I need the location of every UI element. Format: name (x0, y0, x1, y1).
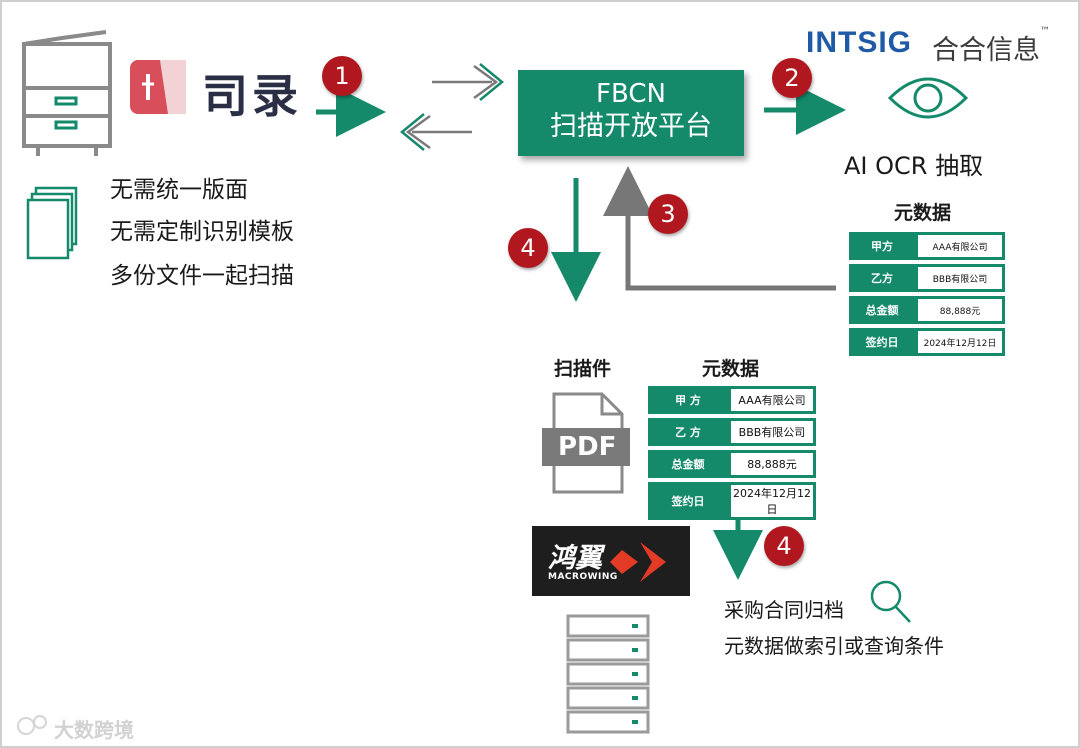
step-badge-4-upper: 4 (508, 228, 548, 268)
feature-2: 无需定制识别模板 (110, 219, 294, 245)
metadata-value: BBB有限公司 (915, 264, 1005, 292)
metadata-key: 签约日 (648, 482, 728, 520)
metadata-key: 甲 方 (648, 386, 728, 414)
arrow-step-3-return (603, 166, 836, 291)
server-leds (632, 624, 638, 724)
ocr-label: AI OCR 抽取 (844, 152, 984, 180)
scan-title: 扫描件 (554, 358, 612, 380)
step-badge-4-lower: 4 (764, 526, 804, 566)
silu-brand-name: 司录 (202, 69, 302, 123)
watermark-logo-icon (17, 715, 47, 735)
platform-box: FBCN 扫描开放平台 (518, 70, 744, 156)
metadata-value: BBB有限公司 (728, 418, 816, 446)
scanner-icon (22, 30, 112, 156)
metadata-key: 总金额 (849, 296, 915, 324)
bidirectional-arrows-icon (400, 63, 504, 151)
pdf-label: PDF (558, 432, 617, 462)
intsig-brand-cn: 合合信息 (932, 35, 1040, 66)
watermark-text: 大数跨境 (54, 718, 134, 742)
archive-line-2: 元数据做索引或查询条件 (724, 634, 944, 658)
step-badge-1: 1 (322, 56, 362, 96)
feature-1: 无需统一版面 (110, 177, 248, 203)
step-badge-2: 2 (772, 58, 812, 98)
platform-line-1: FBCN (596, 79, 666, 109)
search-icon (870, 580, 911, 623)
eye-icon (887, 77, 969, 119)
macrowing-brand-en: MACROWING (548, 572, 618, 582)
metadata-title-right: 元数据 (894, 202, 952, 224)
metadata-key: 签约日 (849, 328, 915, 356)
feature-3: 多份文件一起扫描 (110, 263, 294, 289)
document-stack-icon (26, 186, 78, 260)
metadata-title-center: 元数据 (702, 358, 760, 380)
metadata-value: AAA有限公司 (728, 386, 816, 414)
scanner-tray-1 (54, 96, 78, 106)
platform-line-2: 扫描开放平台 (550, 111, 712, 142)
metadata-value: 88,888元 (915, 296, 1005, 324)
server-stack-icon (566, 614, 650, 734)
pdf-file-icon (542, 392, 630, 494)
metadata-key: 乙 方 (648, 418, 728, 446)
archive-line-1: 采购合同归档 (724, 598, 844, 622)
silu-logo-icon (130, 60, 186, 114)
metadata-value: 88,888元 (728, 450, 816, 478)
metadata-key: 总金额 (648, 450, 728, 478)
metadata-value: 2024年12月12日 (915, 328, 1005, 356)
metadata-value: AAA有限公司 (915, 232, 1005, 260)
metadata-value: 2024年12月12日 (728, 482, 816, 520)
metadata-key: 乙方 (849, 264, 915, 292)
step-badge-3: 3 (648, 194, 688, 234)
macrowing-brand-cn: 鸿翼 (548, 543, 602, 574)
intsig-brand-latin: INTSIG (806, 26, 913, 59)
metadata-key: 甲方 (849, 232, 915, 260)
scanner-tray-2 (54, 120, 78, 130)
intsig-trademark: ™ (1040, 26, 1050, 37)
macrowing-logo (532, 526, 690, 596)
